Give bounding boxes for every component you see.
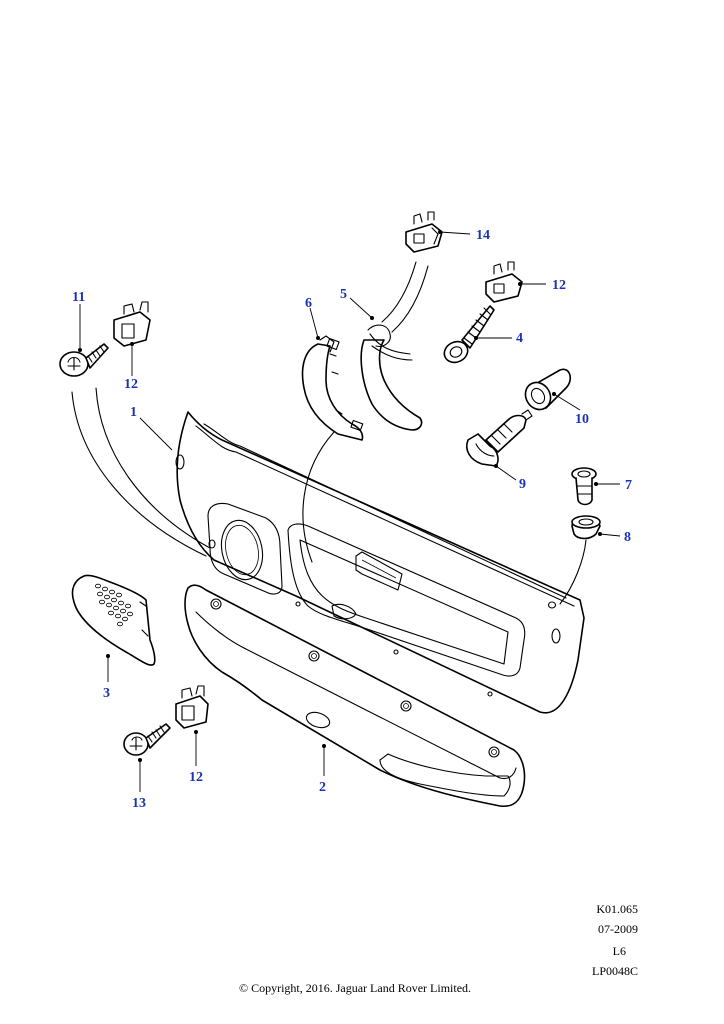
callout-10: 10 [575,412,589,427]
callout-12-lower: 12 [189,770,203,785]
callout-5: 5 [340,287,347,302]
part-4-screw [443,305,495,364]
part-7-plug [571,467,597,506]
part-11-screw [59,343,109,377]
callout-12-upper-left: 12 [124,377,138,392]
assembly-guide-lines [71,387,587,605]
reference-variant: L6 [612,944,626,958]
callout-4: 4 [516,331,523,346]
part-13-screw [123,723,171,756]
callout-9: 9 [519,477,526,492]
reference-code: K01.065 [596,902,638,916]
callout-3: 3 [103,686,110,701]
copyright-notice: © Copyright, 2016. Jaguar Land Rover Lim… [238,981,472,995]
callout-11: 11 [72,290,85,305]
callout-12-upper-right: 12 [552,278,566,293]
part-12-clip-upper-left [113,301,151,347]
part-2-lower-trim-pocket [184,584,526,808]
callout-1: 1 [130,405,137,420]
reference-drawing-id: LP0048C [591,964,638,978]
callout-14: 14 [476,228,490,243]
leader-lines [78,230,621,792]
part-1-door-trim-panel [175,411,585,714]
part-2-mount-holes [210,598,500,758]
callout-labels: 1 2 3 4 5 6 7 8 9 10 11 12 12 12 13 14 [72,228,632,811]
part-6-handle-bezel [301,335,364,441]
part-3-speaker-grille [71,574,156,666]
part-14-clip [405,211,443,253]
callout-8: 8 [624,530,631,545]
callout-2: 2 [319,780,326,795]
part-5-pull-handle [360,261,429,431]
part-3-grille-perforations [95,583,134,627]
part-8-cap [571,515,601,540]
part-9-push-fastener [466,409,533,467]
part-12-clip-upper-right [485,261,523,303]
part-12-clip-lower [175,685,209,729]
callout-7: 7 [625,478,632,493]
callout-13: 13 [132,796,146,811]
callout-6: 6 [305,296,312,311]
part-10-grommet [524,368,572,411]
reference-date: 07-2009 [598,922,638,936]
